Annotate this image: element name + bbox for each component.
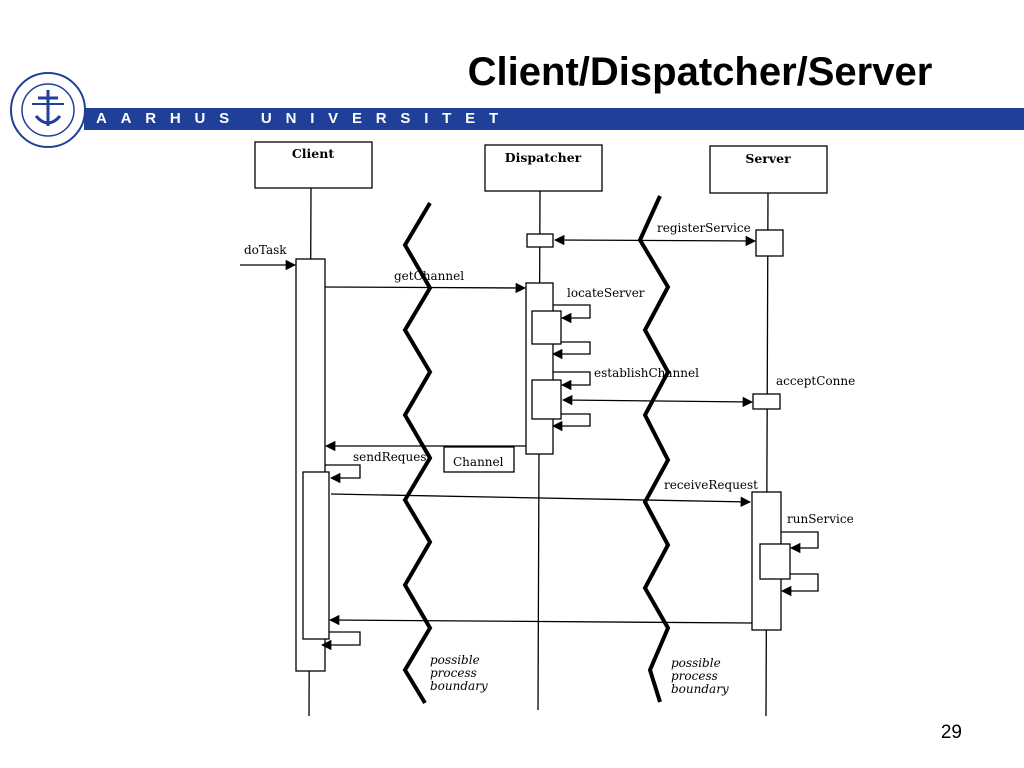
client-object-box [254, 141, 373, 189]
dispatcher-object-box [484, 144, 603, 192]
boundary-note-left-line3: boundary [430, 679, 488, 693]
getChannel-label: getChannel [394, 269, 464, 283]
sendRequest-arrow [325, 464, 361, 484]
runService-label: runService [787, 512, 854, 526]
page-number: 29 [940, 722, 962, 743]
registerService-arrow [553, 234, 757, 247]
getChannel-arrow [324, 282, 527, 294]
doTask-label: doTask [244, 243, 287, 257]
locateServer-label: locateServer [567, 286, 645, 300]
sendRequest-label: sendRequest [353, 450, 431, 464]
server-run-activation [759, 543, 791, 580]
boundary-note-right-line3: boundary [671, 682, 729, 696]
dispatcher-register-activation [526, 233, 554, 248]
server-label: Server [745, 151, 791, 166]
dispatcher-locate-activation [531, 310, 562, 345]
acceptConnection-arrow [561, 394, 754, 408]
receiveRequest-label: receiveRequest [664, 478, 758, 492]
boundary-note-right-line1: possible [671, 656, 721, 670]
dispatcher-label: Dispatcher [505, 150, 582, 165]
channel-label: Channel [453, 455, 504, 469]
locateServer-arrow-top [553, 304, 591, 324]
boundary-note-left-line2: process [430, 666, 477, 680]
establishChannel-arrow-bottom [551, 413, 591, 432]
client-label: Client [292, 146, 334, 161]
university-name: AARHUS UNIVERSITET [96, 110, 512, 127]
boundary-note-left-line1: possible [430, 653, 480, 667]
establishChannel-label: establishChannel [594, 366, 699, 380]
boundary-note-right-line2: process [671, 669, 718, 683]
receiveRequest-arrow [330, 493, 752, 508]
slide-title: Client/Dispatcher/Server [467, 50, 933, 94]
channel-object-box [443, 446, 515, 473]
registerService-label: registerService [657, 221, 751, 235]
dispatcher-establish-activation [531, 379, 562, 420]
runService-arrow-bottom [780, 573, 819, 597]
dispatcher-activation [525, 282, 554, 455]
locateServer-arrow-bottom [551, 341, 591, 360]
process-boundary-right [637, 195, 671, 703]
client-return-arrow [320, 631, 361, 651]
server-register-activation [755, 229, 784, 257]
reply-arrow [328, 614, 753, 626]
server-lifeline [765, 192, 769, 717]
acceptConnection-label: acceptConne [776, 374, 855, 388]
runService-arrow-top [781, 531, 819, 554]
establishChannel-arrow-top [553, 371, 591, 391]
process-boundary-left [402, 201, 433, 705]
server-accept-activation [752, 393, 781, 410]
client-send-activation [302, 471, 330, 640]
server-object-box [709, 145, 828, 194]
university-banner: AARHUS UNIVERSITET [84, 108, 1024, 130]
